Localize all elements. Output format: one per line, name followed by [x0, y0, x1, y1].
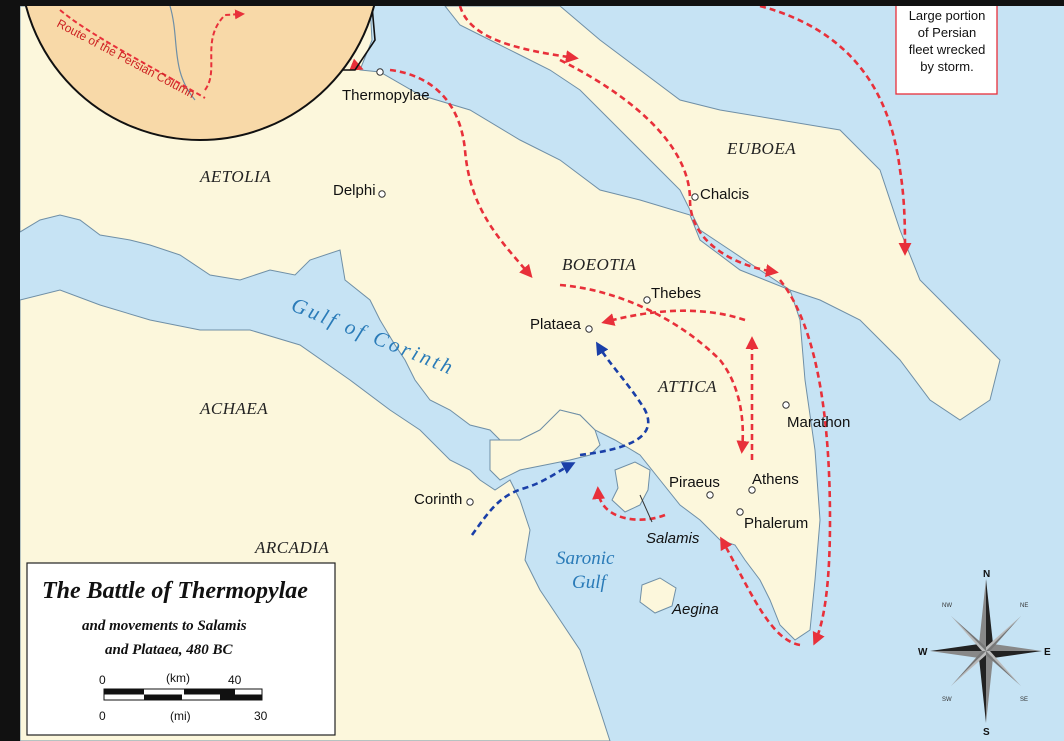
city-aegina: Aegina — [671, 601, 719, 618]
storm-note: Large portion of Persian fleet wrecked b… — [895, 6, 998, 95]
aegina-island — [639, 577, 677, 614]
compass-sw: SW — [942, 697, 952, 703]
scale-bar — [103, 688, 263, 701]
marker-chalcis — [691, 193, 699, 201]
storm-note-line1: Large portion — [909, 8, 986, 23]
inset-river — [169, 6, 196, 101]
region-aetolia: AETOLIA — [199, 167, 271, 186]
scale-km-max: 40 — [228, 673, 242, 687]
compass-n: N — [983, 569, 990, 580]
route-persian-fleet-2 — [559, 58, 779, 278]
route-greek-1 — [470, 462, 576, 536]
mainland-north — [20, 6, 821, 641]
salamis-island — [611, 461, 651, 513]
city-corinth: Corinth — [414, 491, 462, 508]
marker-delphi — [378, 190, 386, 198]
isthmus — [489, 409, 601, 481]
inset-circle — [24, 6, 376, 141]
compass-ne: NE — [1020, 603, 1028, 609]
city-thebes: Thebes — [651, 285, 701, 302]
route-persian-storm — [759, 6, 912, 256]
marker-plataea — [585, 325, 593, 333]
route-persian-land-3 — [601, 309, 746, 326]
region-arcadia: ARCADIA — [254, 538, 329, 557]
city-chalcis: Chalcis — [700, 186, 749, 203]
label-saronic-line2: Gulf — [572, 572, 609, 593]
compass-e: E — [1044, 647, 1051, 658]
scale-km-unit: (km) — [166, 671, 190, 685]
route-persian-fleet-3 — [778, 279, 832, 646]
marker-thebes — [643, 296, 651, 304]
storm-note-line4: by storm. — [920, 59, 973, 74]
storm-note-box — [895, 6, 998, 95]
legend-subtitle-line1: and movements to Salamis — [82, 618, 247, 634]
scale-mi-unit: (mi) — [170, 709, 191, 723]
marker-thermopylae — [376, 68, 384, 76]
scale-km-zero: 0 — [99, 673, 106, 687]
region-boeotia: BOEOTIA — [562, 255, 636, 274]
region-euboea: EUBOEA — [726, 139, 796, 158]
scale-mi-max: 30 — [254, 709, 268, 723]
legend-box — [26, 562, 336, 736]
route-persian-land-2 — [559, 283, 750, 454]
compass-rose-icon: N S E W NE NW SE SW — [918, 569, 1051, 738]
marker-phalerum — [736, 508, 744, 516]
marker-piraeus — [706, 491, 714, 499]
route-persian-salamis — [592, 486, 666, 521]
compass-s: S — [983, 727, 990, 738]
region-achaea: ACHAEA — [199, 399, 268, 418]
route-greek-2 — [579, 341, 650, 457]
marker-corinth — [466, 498, 474, 506]
label-saronic-line1: Saronic — [556, 548, 615, 569]
legend-subtitle-line2: and Plataea, 480 BC — [105, 642, 234, 658]
storm-note-line2: of Persian — [918, 25, 977, 40]
route-persian-fleet-1 — [458, 6, 579, 64]
city-plataea: Plataea — [530, 316, 582, 333]
city-marathon: Marathon — [787, 414, 850, 431]
storm-note-line3: fleet wrecked — [909, 42, 986, 57]
legend-title: The Battle of Thermopylae — [42, 578, 308, 604]
route-persian-fleet-4 — [720, 536, 801, 647]
euboea-island — [444, 6, 1001, 421]
marker-marathon — [782, 401, 790, 409]
inset-route-1 — [204, 9, 245, 91]
city-delphi: Delphi — [333, 182, 376, 199]
compass-w: W — [918, 647, 928, 658]
city-phalerum: Phalerum — [744, 515, 808, 532]
marker-athens — [748, 486, 756, 494]
city-athens: Athens — [752, 471, 799, 488]
scale-mi-zero: 0 — [99, 709, 106, 723]
region-attica: ATTICA — [657, 377, 717, 396]
city-piraeus: Piraeus — [669, 474, 720, 491]
route-persian-land-1 — [389, 68, 533, 278]
compass-se: SE — [1020, 697, 1028, 703]
inset-map: Route of the Persian Column — [24, 6, 376, 141]
compass-nw: NW — [942, 603, 952, 609]
salamis-pointer — [639, 494, 653, 523]
city-thermopylae: Thermopylae — [342, 87, 430, 104]
city-salamis: Salamis — [646, 530, 700, 547]
legend: The Battle of Thermopylae and movements … — [26, 562, 336, 736]
